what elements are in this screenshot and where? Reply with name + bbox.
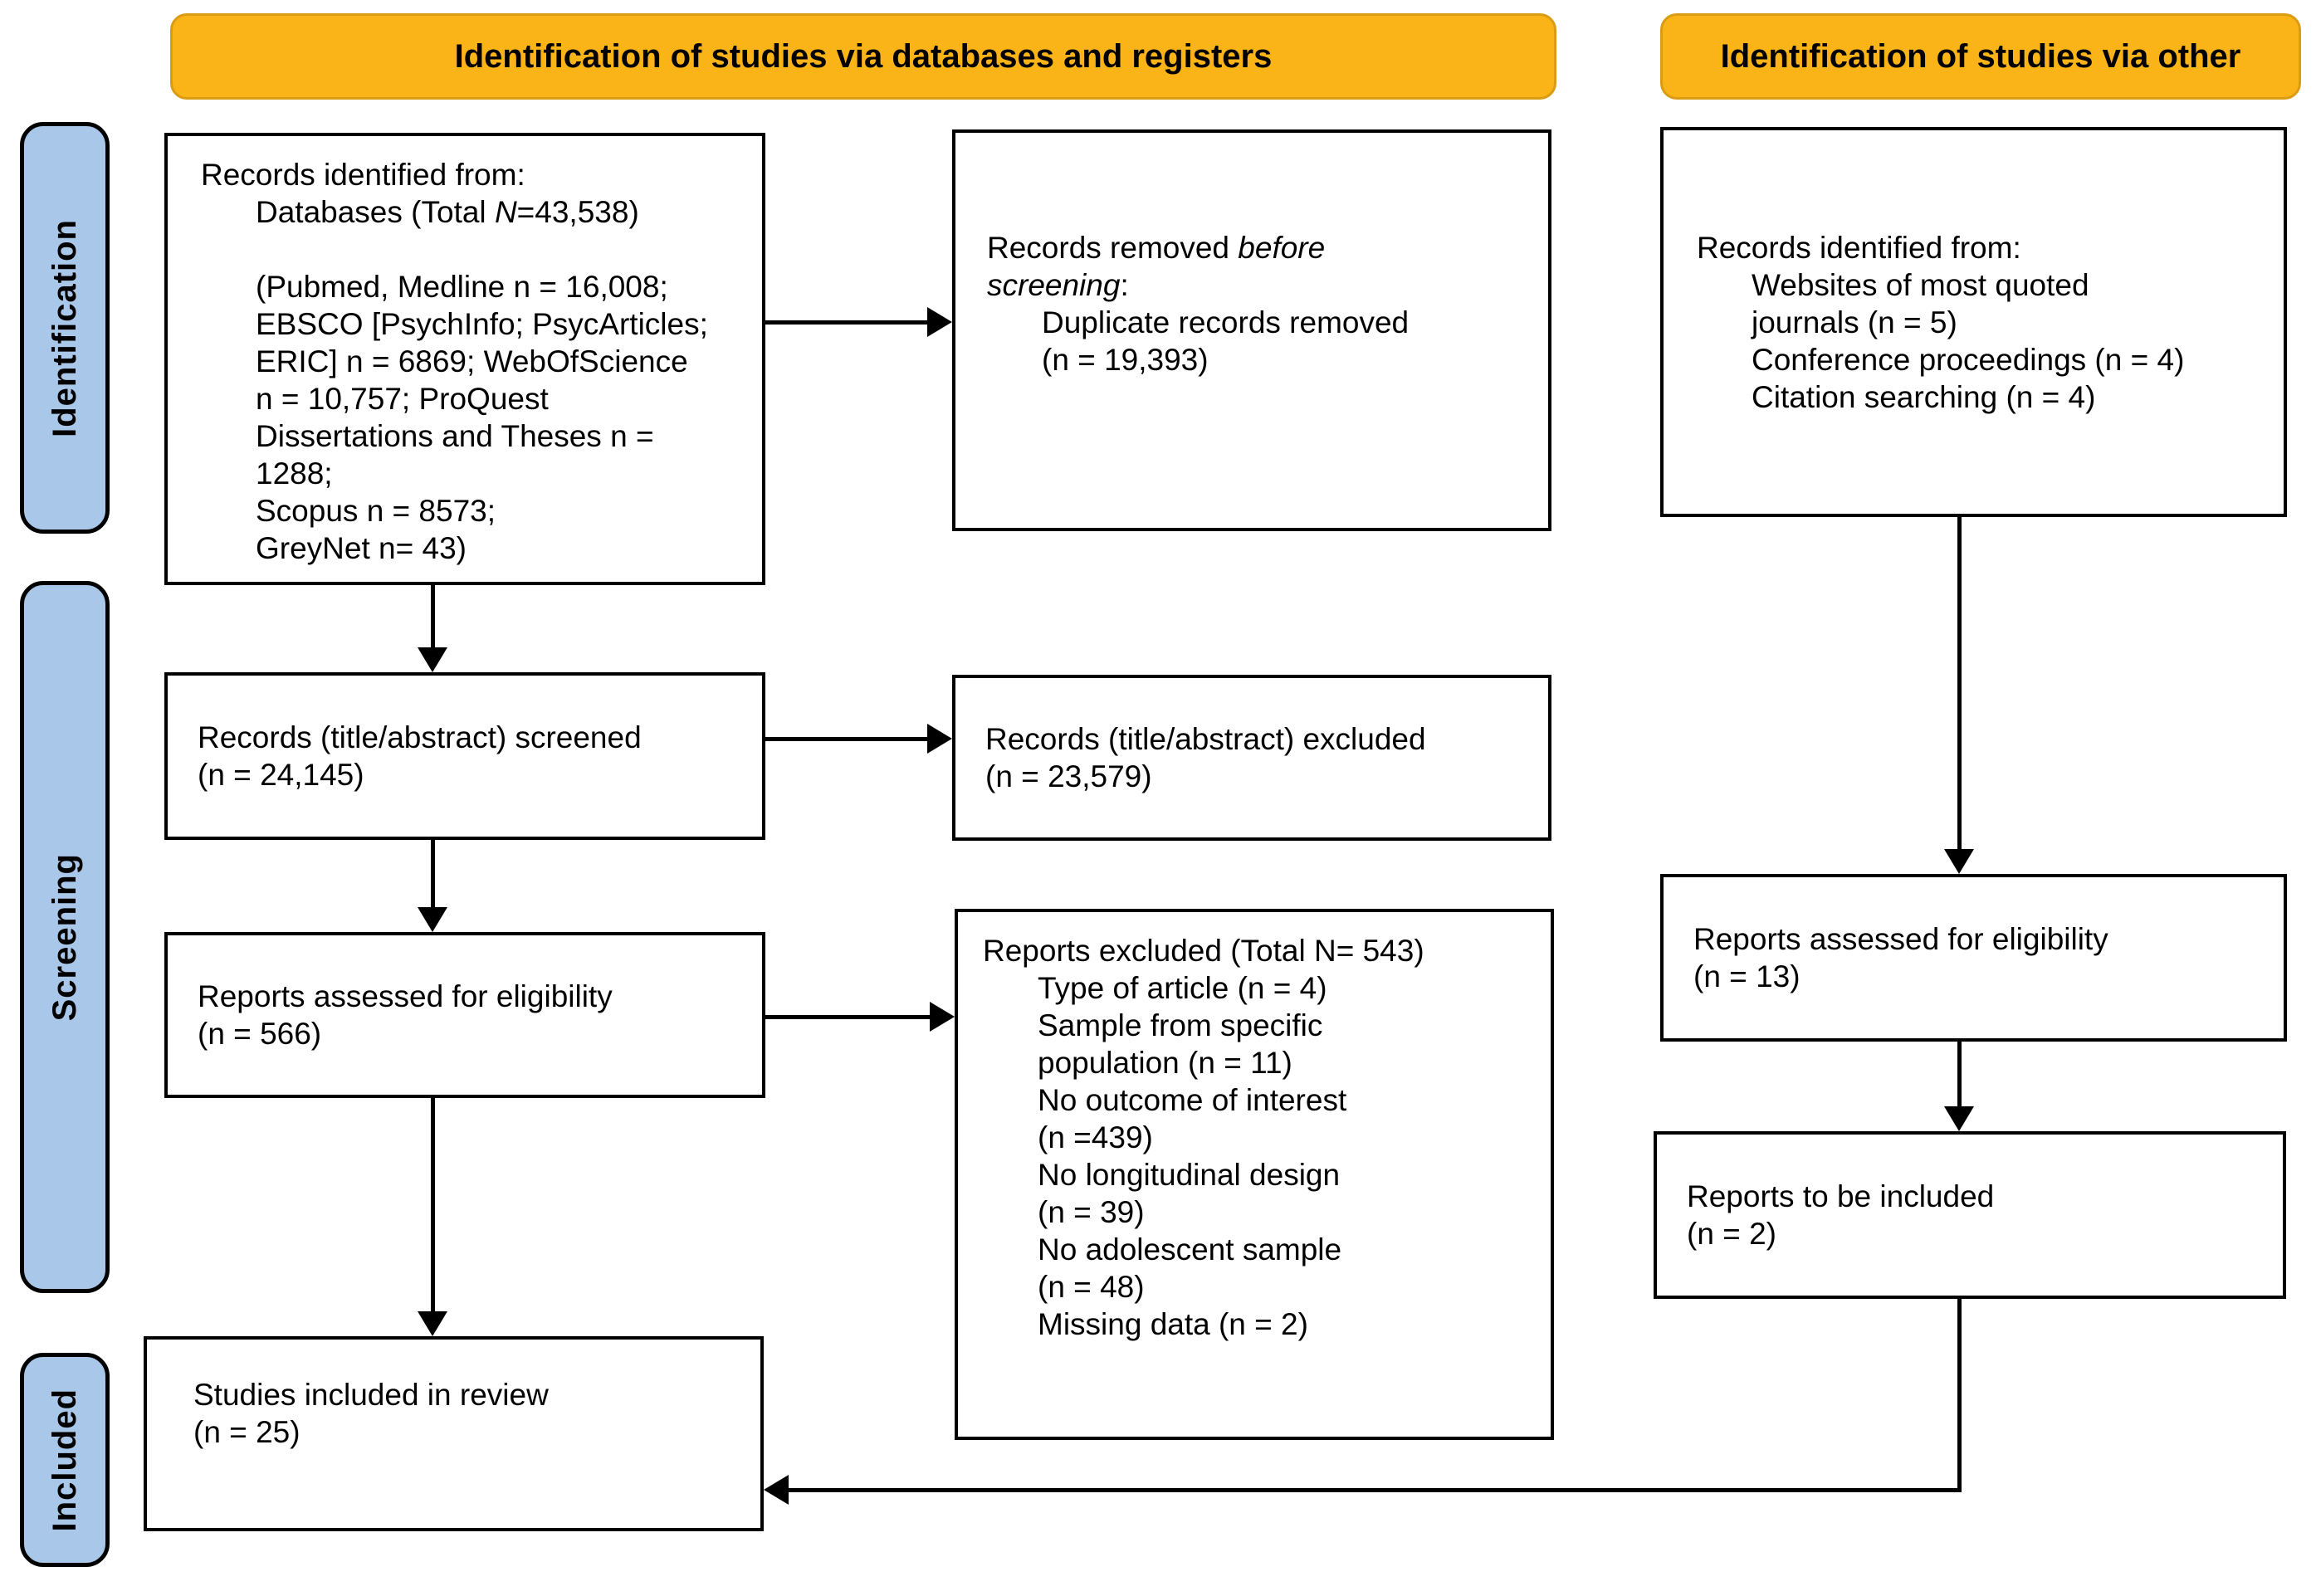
text-line: (n =439) <box>1038 1120 1153 1154</box>
arrow-identified-to-screened-line <box>431 583 435 650</box>
text-line: (n = 19,393) <box>1042 343 1209 377</box>
arrow-identified-to-removed-line <box>764 320 930 325</box>
text-line: Records removed before <box>987 229 1532 266</box>
text-line: No adolescent sample <box>1038 1232 1342 1267</box>
text-line: (n = 48) <box>1038 1270 1145 1304</box>
box-reports-excluded-reasons: Reports excluded (Total N= 543) Type of … <box>955 909 1554 1440</box>
header-label: Identification of studies via databases … <box>454 37 1273 75</box>
text-line: n = 10,757; ProQuest <box>256 382 549 416</box>
stage-label: Included <box>46 1388 83 1532</box>
box-reports-to-be-included: Reports to be included (n = 2) <box>1654 1131 2286 1299</box>
header-other-sources: Identification of studies via other <box>1660 13 2301 100</box>
arrow-other-to-review-vertical-line <box>1957 1297 1962 1492</box>
text-line: ERIC] n = 6869; WebOfScience <box>256 344 688 378</box>
box-records-screened: Records (title/abstract) screened (n = 2… <box>164 672 765 840</box>
text-segment: Databases (Total <box>256 195 495 229</box>
text-line: (n = 25) <box>193 1415 300 1449</box>
text-segment: =43,538) <box>516 195 639 229</box>
text-line: Conference proceedings (n = 4) <box>1752 342 2185 377</box>
arrow-other-assessed-to-included-line <box>1957 1040 1962 1108</box>
arrow-identified-to-screened-head-icon <box>418 647 447 672</box>
text-line: (n = 24,145) <box>198 758 364 792</box>
text-line: Scopus n = 8573; <box>256 494 496 528</box>
arrow-assessed-to-reasons-head-icon <box>930 1002 955 1032</box>
text-segment: : <box>1120 268 1129 302</box>
arrow-screened-to-assessed-line <box>431 838 435 909</box>
stage-label: Screening <box>46 852 83 1022</box>
arrow-screened-to-assessed-head-icon <box>418 907 447 932</box>
stage-identification: Identification <box>20 122 110 534</box>
arrow-other-identified-to-assessed-line <box>1957 517 1962 852</box>
arrow-assessed-to-included-line <box>431 1096 435 1314</box>
text-line: Records (title/abstract) screened <box>198 720 642 754</box>
text-line: Dissertations and Theses n = <box>256 419 654 453</box>
box-records-identified-databases: Records identified from: Databases (Tota… <box>164 133 765 585</box>
text-line: No longitudinal design <box>1038 1158 1341 1192</box>
text-line: (Pubmed, Medline n = 16,008; <box>256 270 668 304</box>
text-line: Reports assessed for eligibility <box>198 979 613 1013</box>
text-line: (n = 13) <box>1693 959 1801 993</box>
box-records-identified-other: Records identified from: Websites of mos… <box>1660 127 2287 517</box>
text-line: (n = 2) <box>1687 1217 1776 1251</box>
text-line: population (n = 11) <box>1038 1046 1292 1080</box>
text-segment-italic: screening <box>987 268 1121 302</box>
arrow-screened-to-excluded-line <box>764 737 930 741</box>
header-databases-registers: Identification of studies via databases … <box>170 13 1556 100</box>
text-line: (n = 23,579) <box>985 759 1152 793</box>
text-segment-italic: N <box>494 195 517 229</box>
text-line: Websites of most quoted <box>1752 267 2089 302</box>
text-segment: Records removed <box>987 231 1239 265</box>
arrow-assessed-to-reasons-line <box>764 1015 932 1019</box>
text-line: Reports assessed for eligibility <box>1693 922 2108 956</box>
text-line: Records (title/abstract) excluded <box>985 722 1426 756</box>
text-line: Records identified from: <box>201 158 525 192</box>
arrow-identified-to-removed-head-icon <box>927 307 952 337</box>
stage-screening: Screening <box>20 581 110 1293</box>
box-records-excluded: Records (title/abstract) excluded (n = 2… <box>952 675 1551 841</box>
text-line: No outcome of interest <box>1038 1083 1347 1117</box>
arrow-other-identified-to-assessed-head-icon <box>1944 849 1974 874</box>
box-records-removed-before-screening: Records removed before screening: Duplic… <box>952 129 1551 531</box>
stage-included: Included <box>20 1353 110 1567</box>
box-reports-assessed: Reports assessed for eligibility (n = 56… <box>164 932 765 1098</box>
text-line: GreyNet n= 43) <box>256 531 467 565</box>
box-studies-included: Studies included in review (n = 25) <box>144 1336 764 1531</box>
text-line: 1288; <box>256 456 333 491</box>
text-line: (n = 566) <box>198 1017 322 1051</box>
blank-line <box>201 231 742 268</box>
text-line: Type of article (n = 4) <box>1038 971 1327 1005</box>
text-line: Sample from specific <box>1038 1008 1323 1042</box>
text-line: EBSCO [PsychInfo; PsycArticles; <box>256 307 708 341</box>
arrow-assessed-to-included-head-icon <box>418 1311 447 1336</box>
text-line: Reports to be included <box>1687 1179 1995 1213</box>
arrow-other-to-review-head-icon <box>764 1475 789 1505</box>
text-line: journals (n = 5) <box>1752 305 1957 339</box>
arrow-screened-to-excluded-head-icon <box>927 724 952 754</box>
arrow-other-assessed-to-included-head-icon <box>1944 1106 1974 1131</box>
text-line: Reports excluded (Total N= 543) <box>983 934 1424 968</box>
text-line: Citation searching (n = 4) <box>1752 379 2096 414</box>
text-line: Duplicate records removed <box>1042 305 1410 339</box>
text-line: Databases (Total N=43,538) <box>201 193 742 231</box>
text-line: Missing data (n = 2) <box>1038 1307 1308 1341</box>
header-label: Identification of studies via other <box>1720 37 2241 75</box>
text-line: (n = 39) <box>1038 1195 1145 1229</box>
text-line: screening: <box>987 266 1532 304</box>
text-line: Studies included in review <box>193 1378 549 1412</box>
text-line: Records identified from: <box>1697 230 2021 265</box>
arrow-other-to-review-horizontal-line <box>787 1488 1962 1492</box>
stage-label: Identification <box>46 218 83 437</box>
box-reports-assessed-other: Reports assessed for eligibility (n = 13… <box>1660 874 2287 1042</box>
text-segment-italic: before <box>1238 231 1326 265</box>
